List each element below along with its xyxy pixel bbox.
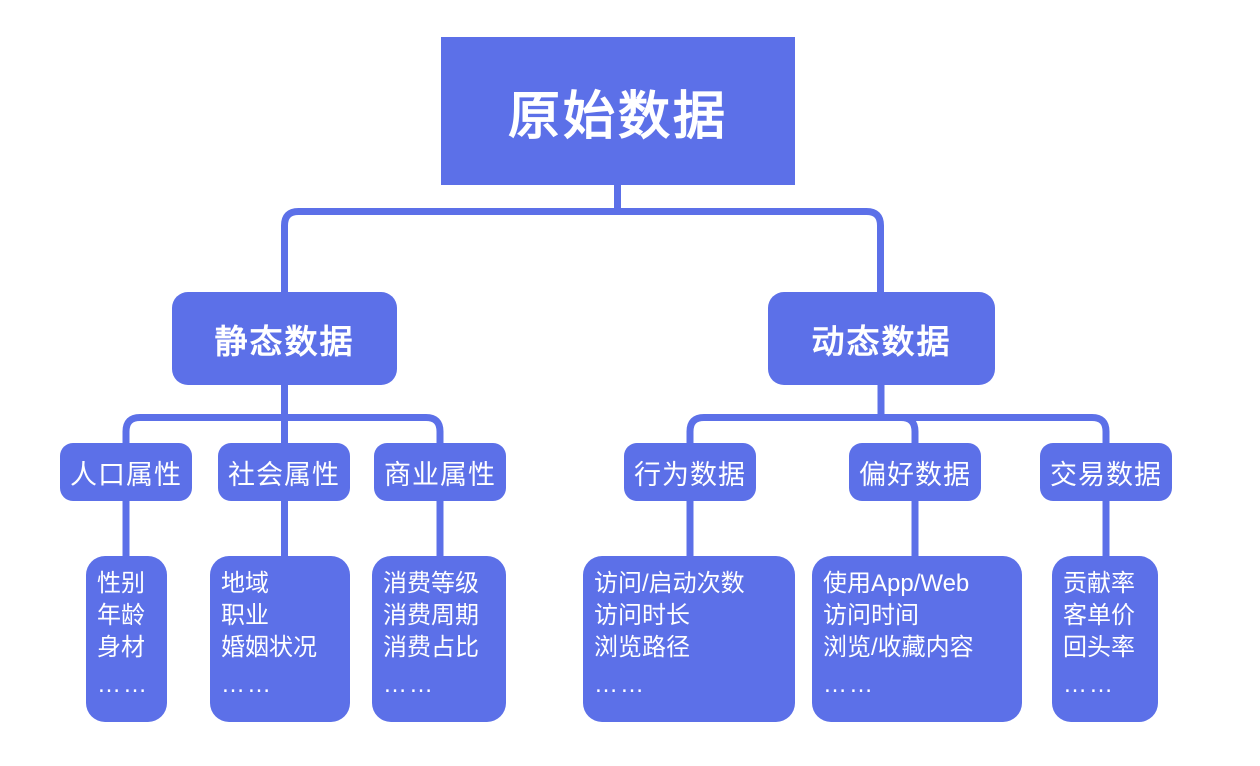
detail-ellipsis: …… — [1063, 671, 1115, 698]
branch-node-static-data: 静态数据 — [172, 292, 397, 385]
category-node-behavior-data: 行为数据 — [624, 443, 756, 501]
connector-dynamic-to-behavior — [686, 385, 885, 447]
detail-ellipsis: …… — [383, 671, 435, 698]
root-node-raw-data: 原始数据 — [441, 37, 795, 185]
detail-item: 访问时长 — [594, 602, 690, 629]
detail-item: 客单价 — [1063, 602, 1135, 629]
detail-item: 浏览路径 — [594, 634, 690, 661]
connector-static-to-demographic — [122, 385, 288, 447]
detail-ellipsis: …… — [594, 671, 646, 698]
detail-node-preference: 使用App/Web 访问时间 浏览/收藏内容 …… — [812, 556, 1022, 722]
detail-ellipsis: …… — [221, 671, 273, 698]
detail-item: 访问/启动次数 — [594, 570, 745, 597]
detail-ellipsis: …… — [823, 671, 875, 698]
detail-node-social: 地域 职业 婚姻状况 …… — [210, 556, 350, 722]
branch-node-dynamic-data: 动态数据 — [768, 292, 995, 385]
category-node-demographic-attributes: 人口属性 — [60, 443, 192, 501]
detail-item: 消费占比 — [383, 634, 479, 661]
category-node-social-attributes: 社会属性 — [218, 443, 350, 501]
detail-item: 职业 — [221, 602, 269, 629]
detail-item: 年龄 — [97, 602, 145, 629]
detail-item: 地域 — [221, 570, 269, 597]
detail-item: 婚姻状况 — [221, 634, 317, 661]
detail-item: 消费等级 — [383, 570, 479, 597]
detail-ellipsis: …… — [97, 671, 149, 698]
detail-item: 身材 — [97, 634, 145, 661]
connector-static-to-commercial — [281, 385, 444, 447]
detail-item: 回头率 — [1063, 634, 1135, 661]
detail-node-demographic: 性别 年龄 身材 …… — [86, 556, 167, 722]
connector-root-to-static — [281, 185, 621, 292]
detail-item: 贡献率 — [1063, 570, 1135, 597]
connector-root-to-dynamic — [614, 185, 884, 292]
detail-item: 浏览/收藏内容 — [823, 634, 974, 661]
detail-node-transaction: 贡献率 客单价 回头率 …… — [1052, 556, 1158, 722]
detail-item: 消费周期 — [383, 602, 479, 629]
detail-item: 使用App/Web — [823, 570, 970, 597]
connector-dynamic-to-transaction — [877, 385, 1110, 447]
detail-node-behavior: 访问/启动次数 访问时长 浏览路径 …… — [583, 556, 795, 722]
category-node-transaction-data: 交易数据 — [1040, 443, 1172, 501]
category-node-commercial-attributes: 商业属性 — [374, 443, 506, 501]
detail-node-commercial: 消费等级 消费周期 消费占比 …… — [372, 556, 506, 722]
category-node-preference-data: 偏好数据 — [849, 443, 981, 501]
detail-item: 访问时间 — [823, 602, 919, 629]
detail-item: 性别 — [97, 570, 145, 597]
